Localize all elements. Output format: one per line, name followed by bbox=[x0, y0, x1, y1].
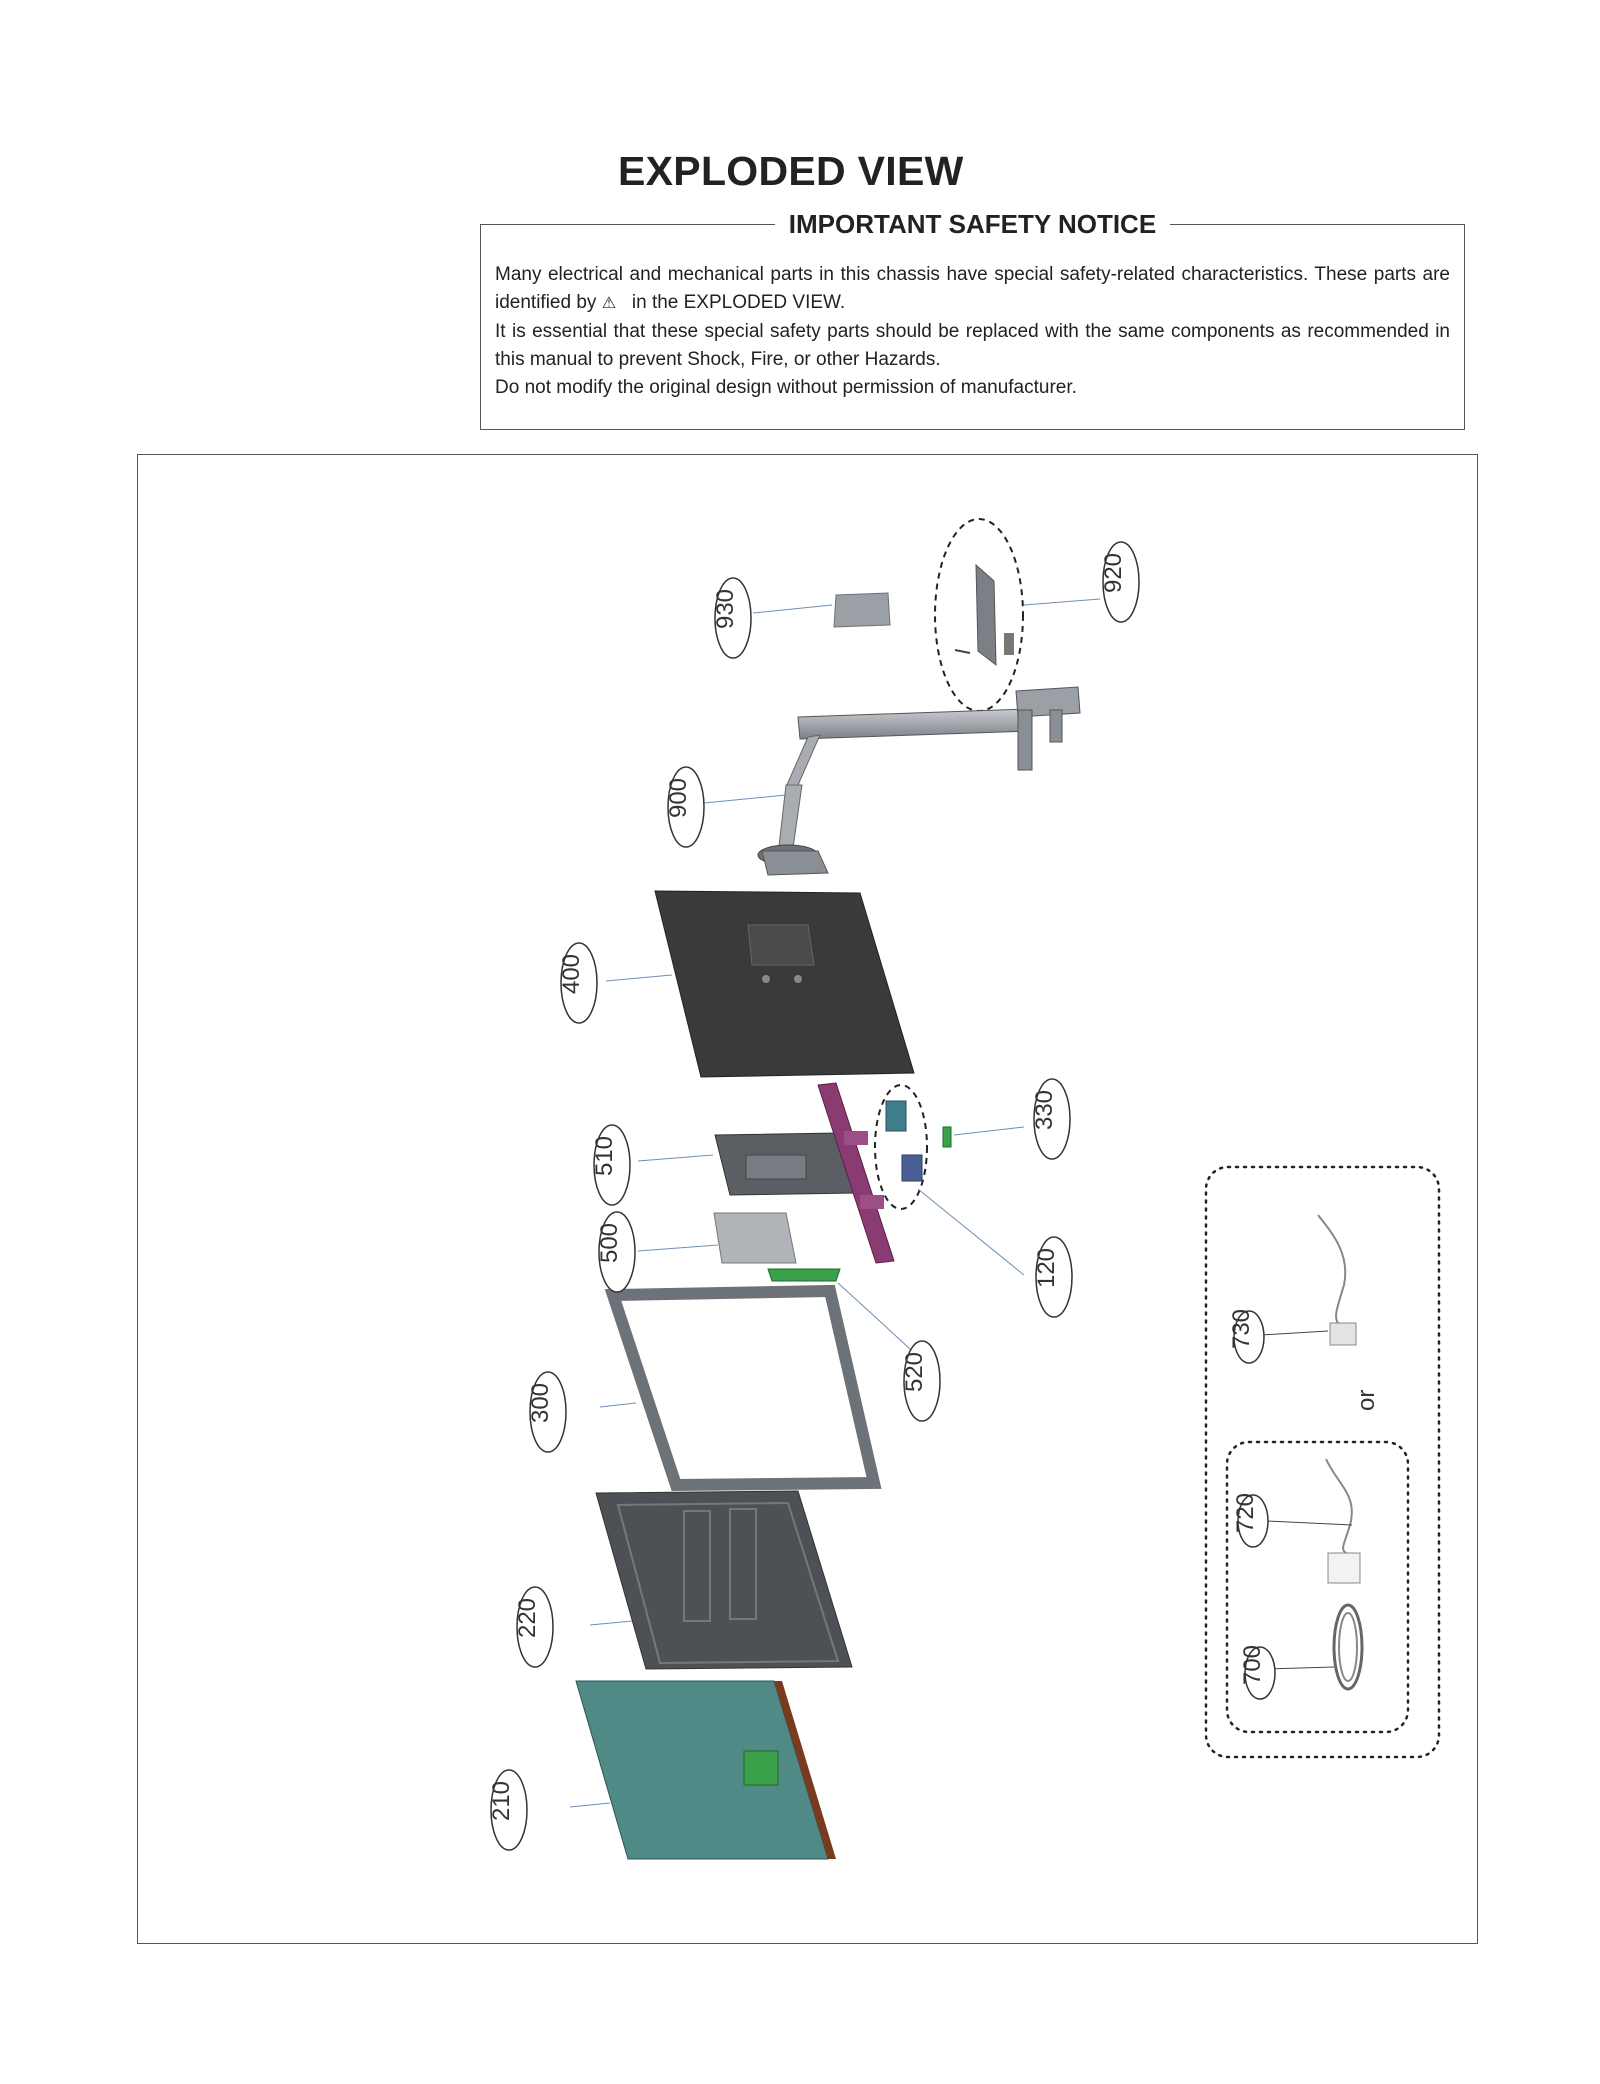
notice-paragraph-1: Many electrical and mechanical parts in … bbox=[495, 261, 1450, 318]
callout-220-text: 220 bbox=[514, 1598, 541, 1638]
accessories-box bbox=[1204, 1165, 1441, 1759]
part-510-chassis bbox=[637, 1132, 857, 1196]
callout-400: 400 bbox=[558, 942, 598, 1024]
part-300-frame bbox=[599, 1284, 882, 1492]
callout-300: 300 bbox=[527, 1371, 567, 1453]
callout-930: 930 bbox=[712, 577, 752, 659]
callout-700: 700 bbox=[1239, 1645, 1276, 1700]
part-520-green-board bbox=[767, 1268, 922, 1360]
callout-730: 730 bbox=[1228, 1309, 1265, 1364]
callout-720-text: 720 bbox=[1232, 1493, 1259, 1533]
callout-330-text: 330 bbox=[1031, 1090, 1058, 1130]
callout-520: 520 bbox=[901, 1340, 941, 1422]
notice-paragraph-2: It is essential that these special safet… bbox=[495, 321, 1450, 370]
callout-900-text: 900 bbox=[665, 778, 692, 818]
notice-paragraph-3: Do not modify the original design withou… bbox=[495, 377, 1077, 398]
part-330-120-boards-group bbox=[874, 1084, 1025, 1276]
callout-210-text: 210 bbox=[488, 1781, 515, 1821]
safety-notice-box: IMPORTANT SAFETY NOTICE Many electrical … bbox=[480, 209, 1465, 430]
part-210-lcd-panel bbox=[569, 1680, 836, 1860]
callout-900: 900 bbox=[665, 766, 705, 848]
callout-700-text: 700 bbox=[1239, 1645, 1266, 1685]
part-side-bracket bbox=[817, 1082, 895, 1264]
callout-120: 120 bbox=[1033, 1236, 1073, 1318]
callout-220: 220 bbox=[514, 1586, 554, 1668]
callout-400-text: 400 bbox=[558, 954, 585, 994]
notice-line-1-pre: Many electrical and mechanical parts in … bbox=[495, 264, 1450, 313]
callout-210: 210 bbox=[488, 1769, 528, 1851]
callout-510-text: 510 bbox=[591, 1136, 618, 1176]
callout-500: 500 bbox=[596, 1211, 636, 1293]
callout-330: 330 bbox=[1031, 1078, 1071, 1160]
or-label: or bbox=[1353, 1390, 1380, 1411]
callout-510: 510 bbox=[591, 1124, 631, 1206]
safety-notice-body: Many electrical and mechanical parts in … bbox=[495, 261, 1450, 402]
callout-720: 720 bbox=[1232, 1493, 1269, 1548]
part-900-stand-arm bbox=[703, 686, 1081, 876]
callout-730-text: 730 bbox=[1228, 1309, 1255, 1349]
callout-120-text: 120 bbox=[1033, 1248, 1060, 1288]
callout-520-text: 520 bbox=[901, 1352, 928, 1392]
callout-300-text: 300 bbox=[527, 1383, 554, 1423]
callout-500-text: 500 bbox=[596, 1223, 623, 1263]
part-400-back-cover bbox=[605, 890, 915, 1078]
warning-triangle-icon: ⚠ bbox=[601, 295, 617, 312]
notice-line-1-post: in the EXPLODED VIEW. bbox=[631, 292, 846, 313]
safety-notice-title: IMPORTANT SAFETY NOTICE bbox=[774, 209, 1171, 239]
page-title: EXPLODED VIEW bbox=[618, 148, 964, 194]
callout-920: 920 bbox=[1100, 541, 1140, 623]
exploded-view-diagram: or 930 920 900 400 330 510 500 120 520 3… bbox=[137, 454, 1478, 1944]
part-500-plate bbox=[637, 1212, 797, 1264]
callout-930-text: 930 bbox=[712, 589, 739, 629]
callout-920-text: 920 bbox=[1100, 553, 1127, 593]
part-920-bracket-group bbox=[934, 518, 1101, 712]
part-930-cover bbox=[752, 592, 891, 628]
exploded-view-svg: or 930 920 900 400 330 510 500 120 520 3… bbox=[488, 518, 1441, 1860]
part-220-backlight bbox=[589, 1490, 853, 1670]
